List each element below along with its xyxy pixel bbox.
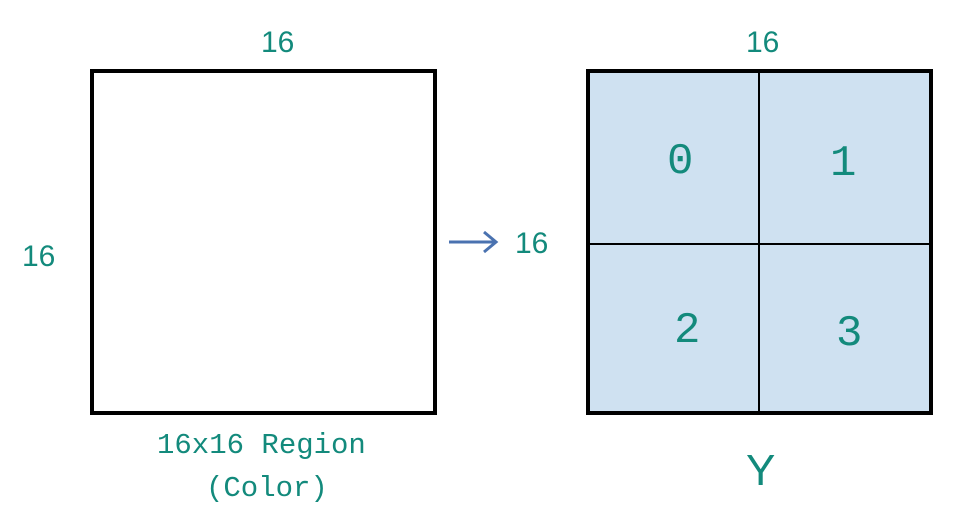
source-caption-line2: (Color) [206,472,328,505]
vertical-divider [758,73,760,411]
source-caption-line1: 16x16 Region [157,429,366,462]
source-height-label: 16 [22,240,56,273]
luma-height-label: 16 [515,227,549,260]
quadrant-2-label: 2 [674,306,701,356]
luma-width-label: 16 [746,26,780,59]
quadrant-1-label: 1 [830,139,857,189]
source-region-box [90,69,437,415]
horizontal-divider [590,243,929,245]
luma-caption: Y [746,446,776,495]
quadrant-0-label: 0 [667,137,694,187]
arrow-right-icon [449,230,499,254]
luma-block-box: 0 1 2 3 [586,69,933,415]
quadrant-3-label: 3 [836,309,863,359]
source-width-label: 16 [261,26,295,59]
